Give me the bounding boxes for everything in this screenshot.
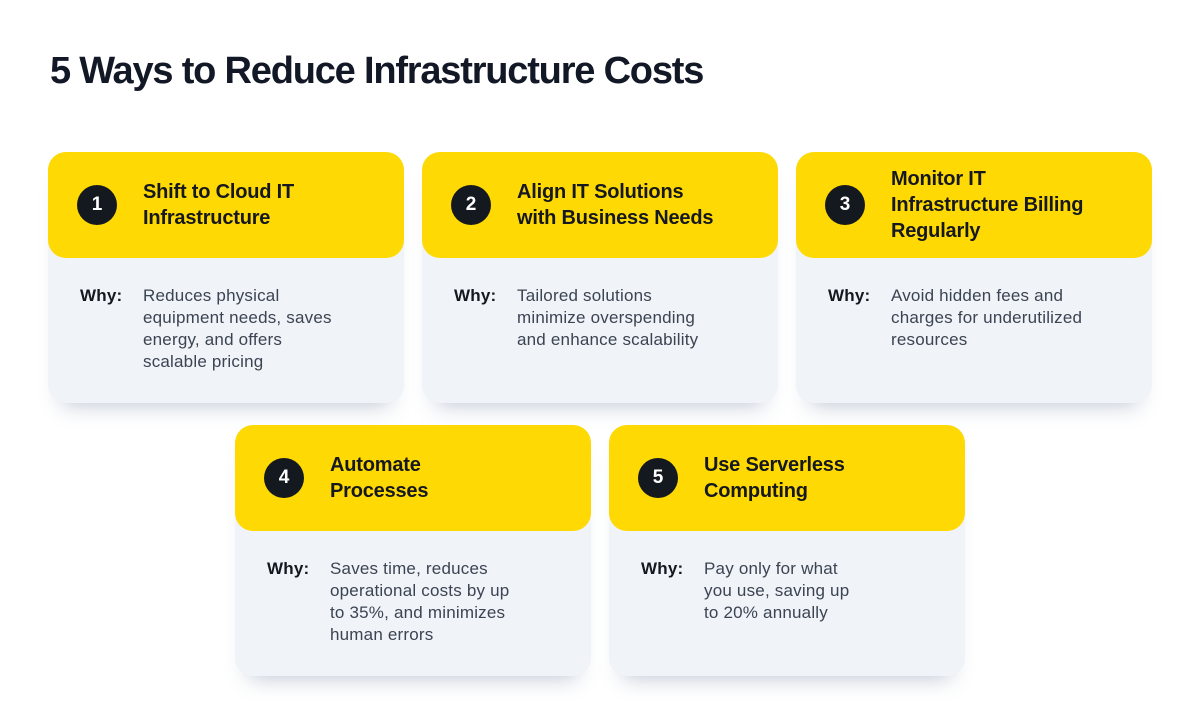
number-badge: 4 — [264, 458, 304, 498]
why-label: Why: — [80, 286, 123, 305]
card-header: 5 Use Serverless Computing — [609, 425, 965, 531]
card-title: Shift to Cloud IT Infrastructure — [143, 181, 295, 229]
number-badge: 5 — [638, 458, 678, 498]
card-body: Why: Saves time, reduces operational cos… — [235, 531, 591, 676]
card-header: 3 Monitor IT Infrastructure Billing Regu… — [796, 152, 1152, 258]
why-description: Pay only for what you use, saving up to … — [704, 559, 850, 622]
number-badge: 1 — [77, 185, 117, 225]
why-description: Saves time, reduces operational costs by… — [330, 559, 510, 644]
why-description: Avoid hidden fees and charges for underu… — [891, 286, 1083, 349]
page-title: 5 Ways to Reduce Infrastructure Costs — [50, 50, 704, 92]
why-description: Tailored solutions minimize overspending… — [517, 286, 699, 349]
number-badge: 3 — [825, 185, 865, 225]
card-automate-processes: 4 Automate Processes Why: Saves time, re… — [235, 425, 591, 676]
why-label: Why: — [454, 286, 497, 305]
card-shift-to-cloud: 1 Shift to Cloud IT Infrastructure Why: … — [48, 152, 404, 403]
why-label: Why: — [828, 286, 871, 305]
card-title: Use Serverless Computing — [704, 454, 845, 502]
card-body: Why: Tailored solutions minimize overspe… — [422, 258, 778, 403]
card-header: 2 Align IT Solutions with Business Needs — [422, 152, 778, 258]
card-align-it-solutions: 2 Align IT Solutions with Business Needs… — [422, 152, 778, 403]
card-body: Why: Pay only for what you use, saving u… — [609, 531, 965, 676]
why-description: Reduces physical equipment needs, saves … — [143, 286, 332, 371]
card-body: Why: Reduces physical equipment needs, s… — [48, 258, 404, 403]
card-header: 1 Shift to Cloud IT Infrastructure — [48, 152, 404, 258]
number-badge: 2 — [451, 185, 491, 225]
card-title: Monitor IT Infrastructure Billing Regula… — [891, 168, 1084, 242]
why-label: Why: — [267, 559, 310, 578]
card-body: Why: Avoid hidden fees and charges for u… — [796, 258, 1152, 403]
card-monitor-billing: 3 Monitor IT Infrastructure Billing Regu… — [796, 152, 1152, 403]
card-title: Align IT Solutions with Business Needs — [517, 181, 714, 229]
card-header: 4 Automate Processes — [235, 425, 591, 531]
card-title: Automate Processes — [330, 454, 429, 502]
card-serverless-computing: 5 Use Serverless Computing Why: Pay only… — [609, 425, 965, 676]
why-label: Why: — [641, 559, 684, 578]
